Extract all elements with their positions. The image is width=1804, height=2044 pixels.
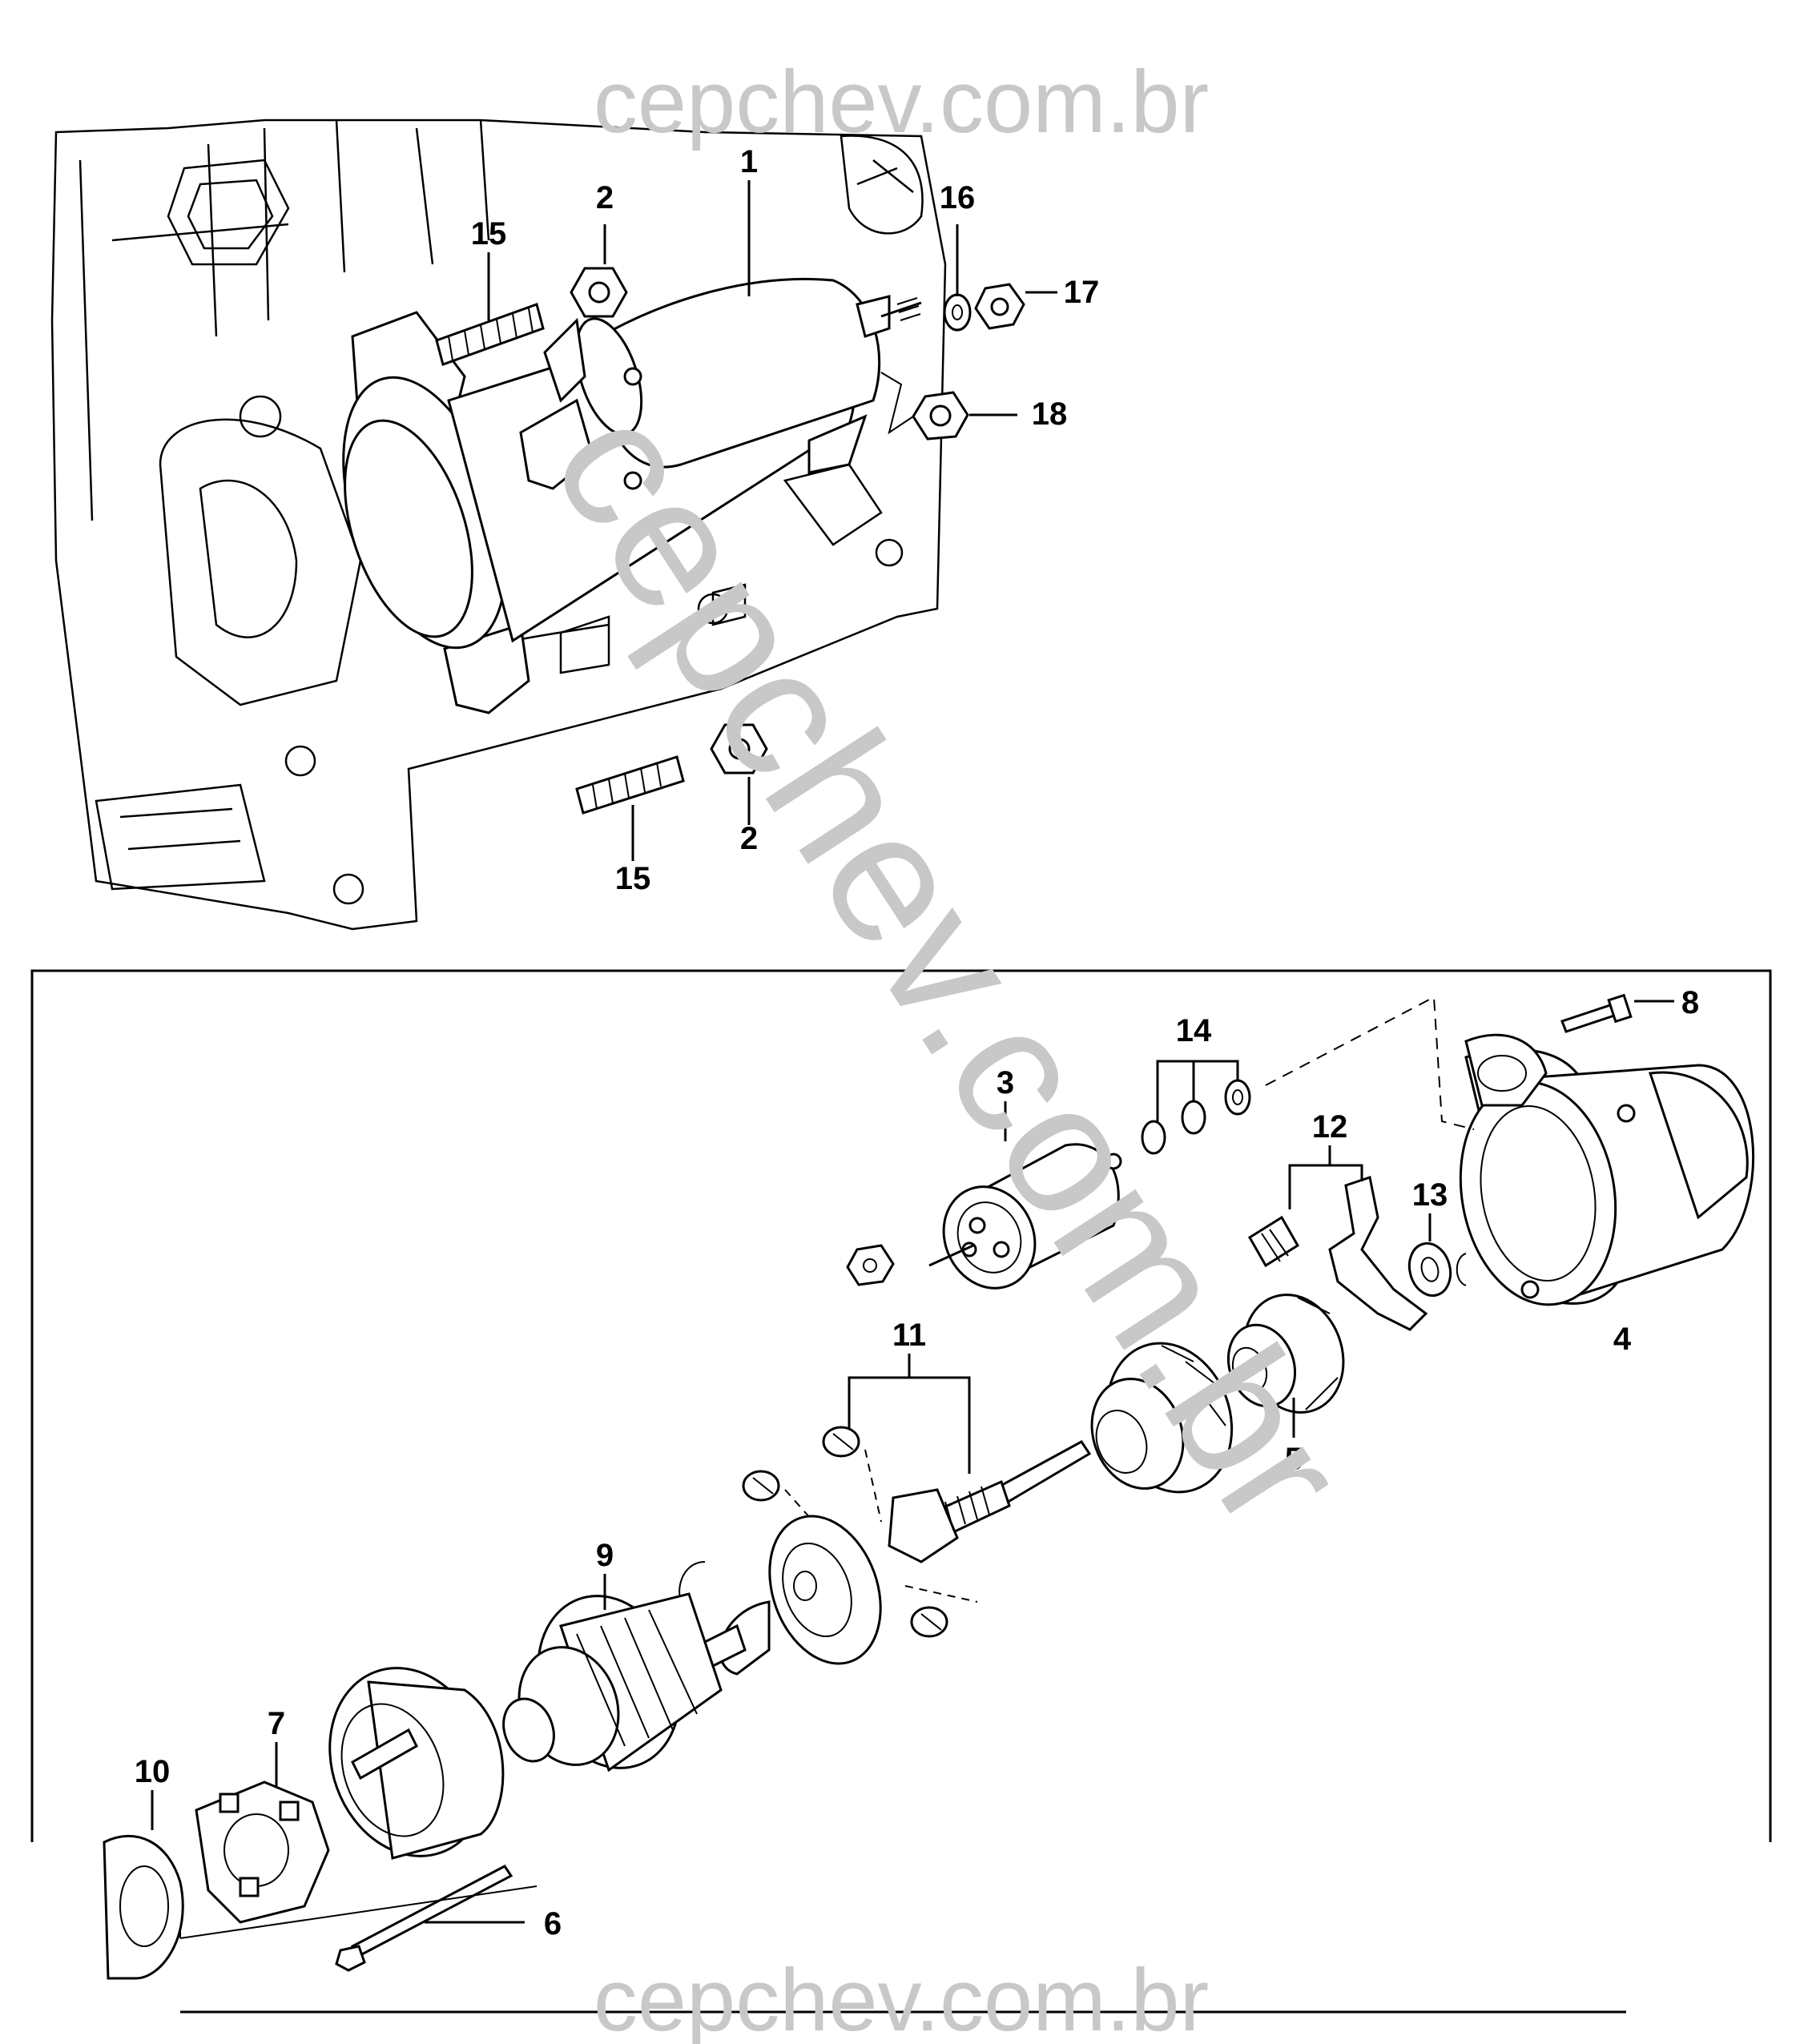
through-bolt-6 bbox=[335, 1865, 513, 1972]
field-frame bbox=[328, 1667, 505, 1860]
armature-9 bbox=[502, 1592, 747, 1772]
watermark-bottom: cepchev.com.br bbox=[594, 1951, 1209, 2044]
engine-block-illustration bbox=[50, 119, 947, 931]
output-shaft-11 bbox=[888, 1440, 1092, 1563]
nut-18 bbox=[912, 391, 969, 441]
shift-fork-12 bbox=[1247, 1176, 1428, 1331]
callout-15-bottom: 15 bbox=[615, 861, 651, 896]
watermark-diagonal: cepchev.com.br bbox=[513, 371, 1387, 1562]
washers-14 bbox=[1141, 1079, 1251, 1155]
bolt-8 bbox=[1560, 993, 1633, 1033]
leader-16-18 bbox=[880, 372, 914, 435]
callout-3: 3 bbox=[997, 1065, 1014, 1100]
callout-8: 8 bbox=[1681, 985, 1699, 1020]
callout-4: 4 bbox=[1613, 1322, 1632, 1357]
callout-11: 11 bbox=[892, 1318, 926, 1353]
nut-bottom bbox=[710, 723, 768, 775]
callout-2-top: 2 bbox=[596, 180, 614, 215]
callout-18: 18 bbox=[1032, 396, 1068, 432]
drive-pinion-5 bbox=[1226, 1294, 1345, 1414]
solenoid-3 bbox=[846, 1143, 1122, 1290]
stud-top bbox=[435, 303, 545, 366]
starter-motor-assembly bbox=[342, 277, 922, 714]
callout-1: 1 bbox=[740, 144, 758, 179]
brush-holder-7 bbox=[195, 1780, 330, 1924]
nut-17 bbox=[974, 283, 1025, 330]
planet-gears bbox=[742, 1426, 948, 1638]
callout-6: 6 bbox=[544, 1906, 562, 1941]
washer-16 bbox=[943, 293, 972, 332]
callout-7: 7 bbox=[268, 1706, 285, 1741]
callout-14: 14 bbox=[1176, 1013, 1212, 1048]
callout-13: 13 bbox=[1412, 1177, 1448, 1213]
callout-2-bottom: 2 bbox=[740, 821, 758, 856]
callout-12: 12 bbox=[1312, 1109, 1348, 1145]
callout-16: 16 bbox=[940, 180, 976, 215]
intermediate-plate bbox=[719, 1515, 882, 1676]
end-cap-10 bbox=[103, 1834, 184, 1980]
exploded-view-frame bbox=[30, 969, 1772, 1842]
nut-top bbox=[570, 267, 628, 318]
callout-17: 17 bbox=[1064, 275, 1100, 310]
watermark-top: cepchev.com.br bbox=[594, 53, 1209, 151]
callout-9: 9 bbox=[596, 1538, 614, 1573]
stud-bottom bbox=[575, 755, 685, 815]
ring-gear bbox=[1090, 1342, 1234, 1494]
callout-15-top: 15 bbox=[471, 216, 507, 251]
leader-lines-top bbox=[487, 180, 1057, 861]
callout-5: 5 bbox=[1285, 1442, 1303, 1477]
bushing-13 bbox=[1407, 1241, 1467, 1298]
callout-10: 10 bbox=[135, 1754, 171, 1789]
starter-housing-4 bbox=[1459, 1033, 1755, 1306]
